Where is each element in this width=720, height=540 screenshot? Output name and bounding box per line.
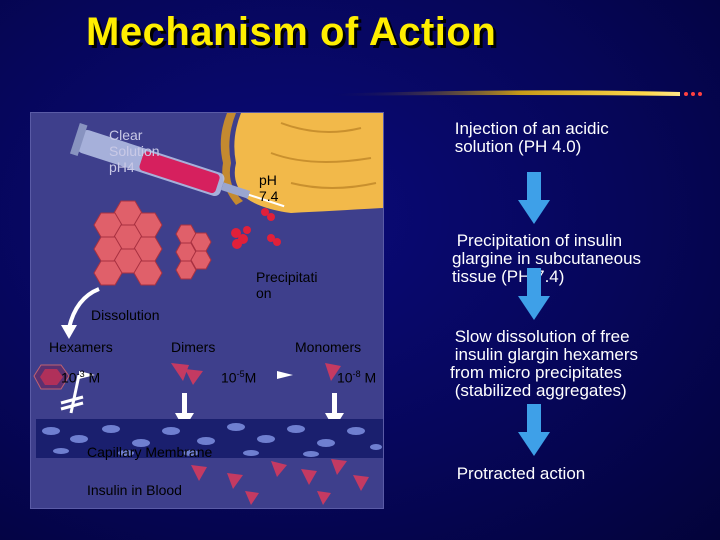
step-protracted-action: Protracted action (452, 464, 586, 483)
slide-title: Mechanism of Action (86, 10, 497, 54)
dimer-icon (171, 363, 203, 385)
dimer-conc-base: 10 (221, 369, 237, 386)
hexamer-arrow (79, 371, 95, 379)
precipitate-clusters (231, 208, 281, 249)
mechanism-diagram: Clear Solution pH4 pH 7.4 Precipitati on… (30, 112, 384, 509)
diagram-artwork (33, 113, 383, 505)
dimers-label: Dimers (171, 339, 216, 355)
hexamer-aggregate (93, 200, 163, 286)
syringe-label: Clear Solution pH4 (109, 127, 160, 175)
hexamer-concentration: 10-3 M (61, 366, 100, 386)
syringe-icon (69, 123, 285, 208)
monomers-label: Monomers (295, 339, 362, 355)
dimer-arrow (277, 371, 293, 379)
step-arrow-3-icon (518, 404, 550, 456)
hexamer-blocked-arrow (60, 374, 84, 414)
step-injection: Injection of an acidic solution (PH 4.0) (454, 119, 609, 156)
dissolution-arrow (61, 325, 77, 339)
capillary-membrane-label: Capillary Membrane (87, 444, 213, 460)
dimer-conc-unit: M (244, 369, 257, 386)
hexamer-conc-exp: -3 (76, 369, 85, 379)
monomer-conc-unit: M (360, 369, 377, 386)
blood-insulin-particles (191, 459, 369, 505)
skin-layer (220, 113, 243, 205)
monomer-conc-exp: -8 (352, 369, 361, 379)
step-precipitation: Precipitation of insulin glargine in sub… (452, 231, 642, 286)
capillary-membrane (36, 419, 383, 458)
dimer-concentration: 10-5M (221, 366, 256, 386)
title-underline-swoosh (326, 90, 702, 96)
precipitation-label: Precipitati on (256, 269, 318, 301)
monomer-conc-base: 10 (337, 369, 353, 386)
step-arrow-1-icon (518, 172, 550, 224)
tissue-ph-label: pH 7.4 (259, 172, 279, 204)
monomer-icon (325, 363, 341, 381)
hexamer-cluster-small (175, 224, 212, 280)
hexamer-conc-base: 10 (61, 369, 77, 386)
dissolution-label: Dissolution (91, 307, 160, 323)
hexamers-label: Hexamers (49, 339, 113, 355)
dimer-conc-exp: -5 (236, 369, 245, 379)
hexamer-icon (33, 364, 70, 390)
hexamer-conc-unit: M (84, 369, 101, 386)
step-arrow-2-icon (518, 268, 550, 320)
monomer-concentration: 10-8 M (337, 366, 376, 386)
insulin-in-blood-label: Insulin in Blood (87, 482, 182, 498)
step-dissolution: Slow dissolution of free insulin glargin… (450, 327, 639, 400)
